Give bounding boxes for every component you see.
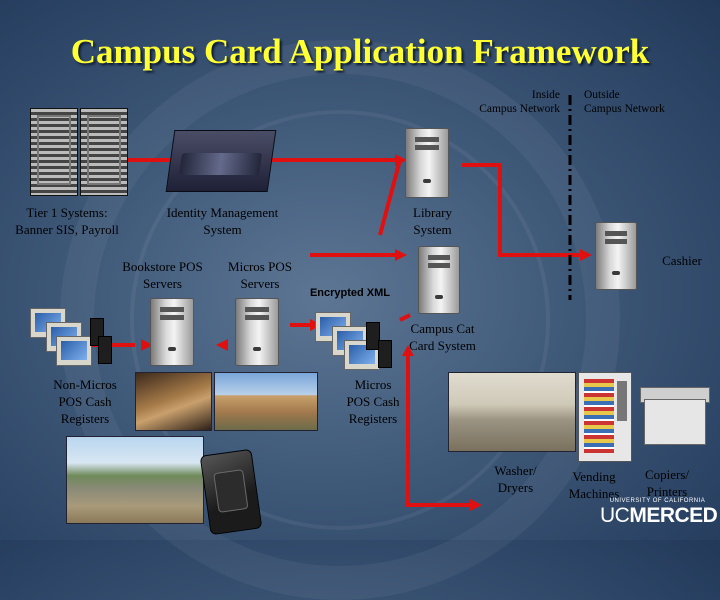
laundry-photo bbox=[448, 372, 576, 452]
outside-network-line1: Outside bbox=[584, 89, 620, 101]
vending-machine-icon bbox=[578, 372, 632, 462]
arrow-campuscard-up bbox=[402, 345, 414, 356]
outside-network-line2: Campus Network bbox=[584, 103, 665, 115]
tier1-rack-icon bbox=[30, 108, 78, 196]
outside-network-label: Outside Campus Network bbox=[584, 88, 684, 116]
workstation-tower-icon bbox=[98, 336, 112, 364]
logo-wordmark: UCMERCED bbox=[600, 504, 718, 528]
non-micros-label: Non-Micros POS Cash Registers bbox=[40, 376, 130, 427]
connector-campuscard-down bbox=[406, 350, 470, 507]
bookstore-server-icon bbox=[150, 298, 194, 366]
uc-merced-logo: UNIVERSITY OF CALIFORNIA UCMERCED bbox=[600, 498, 718, 536]
connector-lines bbox=[62, 95, 592, 511]
bookstore-line2: Servers bbox=[143, 276, 182, 291]
copiers-line1: Copiers/ bbox=[644, 467, 690, 482]
arrow-washer bbox=[470, 499, 482, 511]
campus-photo bbox=[66, 436, 204, 524]
vending-line2: Machines bbox=[568, 486, 620, 501]
arrow-library bbox=[395, 154, 407, 166]
campus-card-line2: Card System bbox=[409, 338, 476, 353]
washer-label: Washer/ Dryers bbox=[478, 462, 553, 496]
tier1-line1: Tier 1 Systems: bbox=[26, 205, 108, 220]
micros-registers-line3: Registers bbox=[348, 411, 398, 426]
micros-server-icon bbox=[235, 298, 279, 366]
campus-card-server-icon bbox=[418, 246, 460, 314]
arrow-bookstore bbox=[141, 339, 153, 351]
tier1-rack-icon bbox=[80, 108, 128, 196]
tier1-line2: Banner SIS, Payroll bbox=[15, 222, 119, 237]
copiers-label: Copiers/ Printers bbox=[632, 466, 702, 500]
inside-network-line2: Campus Network bbox=[479, 103, 560, 115]
identity-management-server-icon bbox=[165, 130, 277, 192]
inside-network-line1: Inside bbox=[531, 89, 560, 101]
logo-university: UNIVERSITY OF CALIFORNIA bbox=[609, 498, 706, 504]
bookstore-label: Bookstore POS Servers bbox=[110, 258, 215, 292]
library-server-icon bbox=[405, 128, 449, 198]
workstation-tower-icon bbox=[366, 322, 380, 350]
logo-uc: UC bbox=[600, 504, 630, 527]
card-reader-icon bbox=[199, 448, 263, 536]
washer-line2: Dryers bbox=[497, 480, 534, 495]
campus-card-line1: Campus Cat bbox=[410, 321, 475, 336]
background-seal-inner bbox=[130, 110, 550, 530]
washer-line1: Washer/ bbox=[494, 463, 537, 478]
library-line2: System bbox=[413, 222, 452, 237]
vending-label: Vending Machines bbox=[558, 468, 630, 502]
library-line1: Library bbox=[413, 205, 452, 220]
connector-idm-library bbox=[378, 159, 402, 236]
micros-servers-line1: Micros POS bbox=[228, 259, 292, 274]
non-micros-line3: Registers bbox=[60, 411, 110, 426]
idm-line1: Identity Management bbox=[166, 205, 279, 220]
arrow-cashier bbox=[580, 249, 592, 261]
campus-card-label: Campus Cat Card System bbox=[395, 320, 490, 354]
copier-icon bbox=[640, 385, 710, 445]
cashier-label: Cashier bbox=[662, 253, 702, 268]
arrow-pos bbox=[395, 249, 407, 261]
non-micros-line2: POS Cash bbox=[58, 394, 112, 409]
inside-network-label: Inside Campus Network bbox=[460, 88, 560, 116]
library-label: Library System bbox=[395, 204, 470, 238]
page-title: Campus Card Application Framework bbox=[70, 32, 650, 71]
micros-registers-line2: POS Cash bbox=[346, 394, 400, 409]
connector-library-cashier bbox=[462, 163, 580, 257]
micros-servers-label: Micros POS Servers bbox=[215, 258, 305, 292]
encrypted-xml-label: Encrypted XML bbox=[309, 287, 391, 299]
non-micros-line1: Non-Micros bbox=[53, 377, 117, 392]
logo-merced: MERCED bbox=[629, 504, 718, 527]
workstation-tower-icon bbox=[378, 340, 392, 368]
idm-line2: System bbox=[203, 222, 242, 237]
micros-registers-label: Micros POS Cash Registers bbox=[330, 376, 416, 427]
micros-registers-line1: Micros bbox=[354, 377, 392, 392]
workstation-monitor-icon bbox=[56, 336, 92, 366]
micros-servers-line2: Servers bbox=[240, 276, 280, 291]
copiers-line2: Printers bbox=[646, 484, 688, 499]
idm-label: Identity Management System bbox=[150, 204, 295, 238]
tier1-label: Tier 1 Systems: Banner SIS, Payroll bbox=[2, 204, 132, 238]
bookstore-line1: Bookstore POS bbox=[122, 259, 203, 274]
store-photo bbox=[135, 372, 212, 431]
vending-line1: Vending bbox=[572, 469, 616, 484]
cashier-server-icon bbox=[595, 222, 637, 290]
arrow-micros-servers bbox=[216, 339, 228, 351]
connector-campuscard-top bbox=[399, 313, 411, 322]
building-photo bbox=[214, 372, 318, 431]
